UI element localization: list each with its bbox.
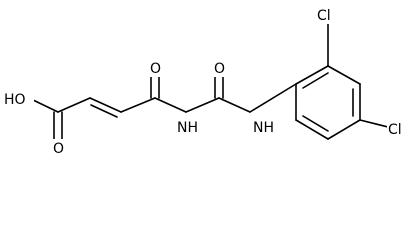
ring-inner-1 [302,72,329,89]
atom-label-urea-carbonyl-oxygen: O [214,61,225,77]
bond-c1-c2 [57,97,91,113]
bond-c2-c3-inner [90,104,118,118]
bond-c1-oh [30,98,59,113]
atom-label-acid-carbonyl-oxygen: O [53,141,64,157]
atom-label-imide-nh: NH [177,120,198,136]
bond-c2-c3 [89,97,122,113]
ring-bond-4 [327,119,361,140]
bond-c4-nh [154,97,187,113]
ring-inner-3 [302,115,329,132]
atom-label-hydroxyl: HO [4,92,26,108]
atom-label-chlorine-right: Cl [388,122,402,138]
atom-label-chlorine-top: Cl [317,8,331,24]
ring-bond-1 [295,65,329,85]
bond-nh-ring [249,83,297,113]
structure-drawing: HO O O NH O NH Cl Cl [4,8,402,157]
atom-label-amide-carbonyl-oxygen: O [150,61,161,77]
bond-c3-c4 [120,97,156,113]
ring-bond-2 [327,65,361,85]
ring-bond-5 [295,119,329,140]
bond-c5-nh [218,97,251,113]
atom-label-urea-nh: NH [253,120,274,136]
bond-ring-cl-right [359,119,393,129]
bond-nh-c5 [185,97,220,113]
